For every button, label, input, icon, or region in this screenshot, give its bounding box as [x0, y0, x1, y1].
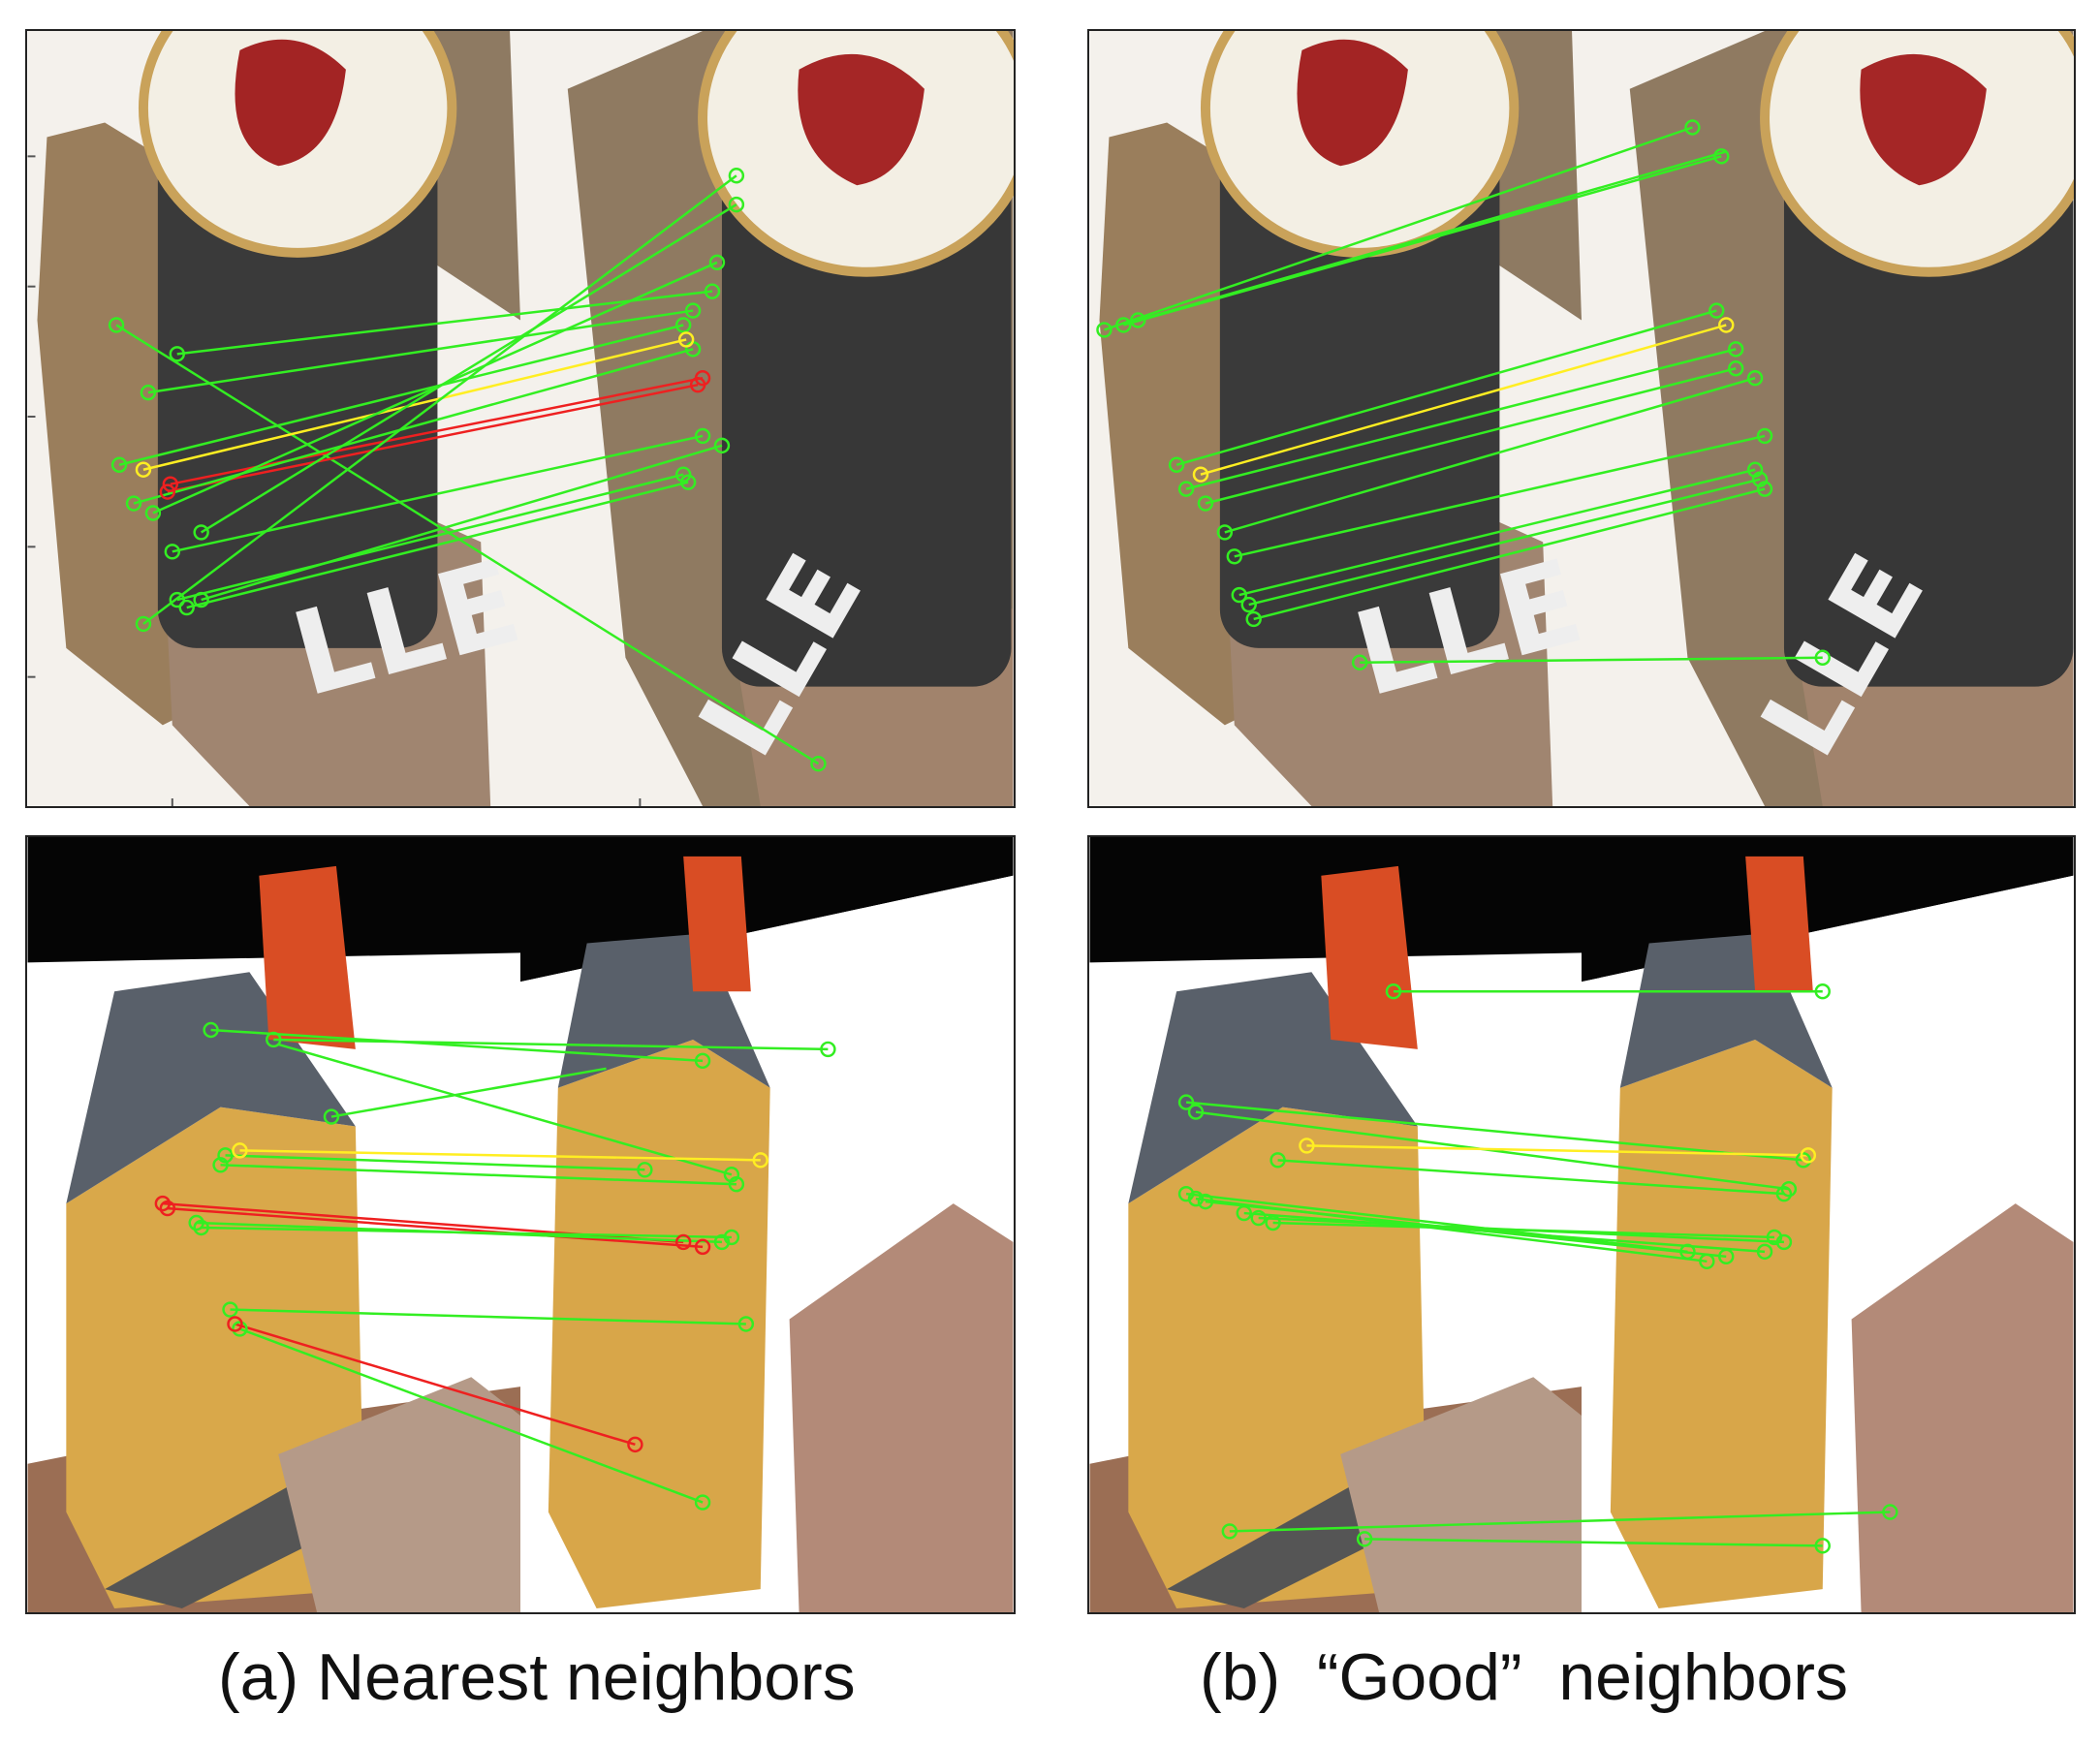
house-pair-image-a	[27, 837, 1014, 1612]
house-pair-image-b	[1089, 837, 2074, 1612]
can-pair-image-a: LLE LLE	[27, 31, 1014, 806]
panel-a-can-pair: LLE LLE	[25, 29, 1016, 808]
caption-nearest-neighbors: (a) Nearest neighbors	[218, 1640, 856, 1714]
panel-a-house-pair	[25, 835, 1016, 1614]
can-pair-image-b: LLE LLE	[1089, 31, 2074, 806]
panel-b-house-pair	[1087, 835, 2076, 1614]
panel-b-can-pair: LLE LLE	[1087, 29, 2076, 808]
caption-good-neighbors: (b) “Good” neighbors	[1200, 1640, 1848, 1714]
